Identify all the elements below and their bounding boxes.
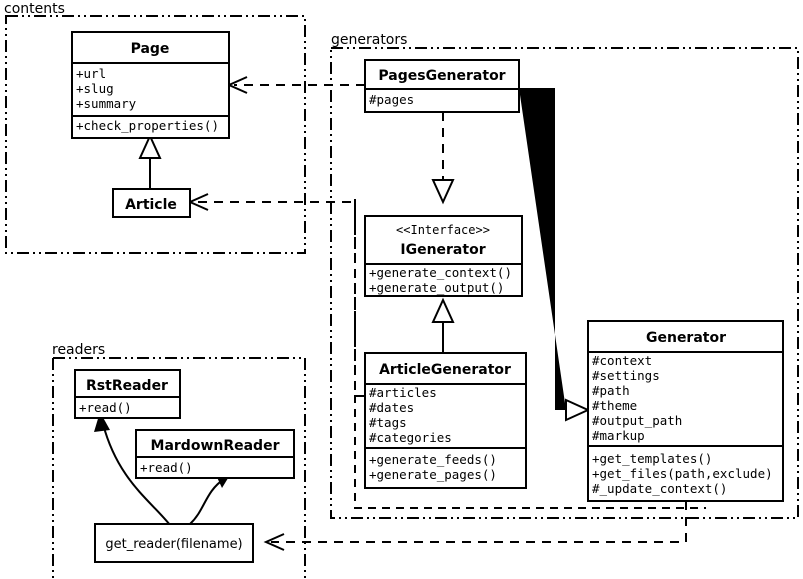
class-generator-attribute: #theme xyxy=(592,398,637,413)
function-get-reader-label: get_reader(filename) xyxy=(105,537,242,552)
class-mardown-reader-title: MardownReader xyxy=(151,438,280,454)
class-pages-generator-title: PagesGenerator xyxy=(378,68,505,84)
class-igenerator-stereotype: <<Interface>> xyxy=(396,223,490,237)
class-article-generator-method: +generate_pages() xyxy=(369,467,497,482)
class-generator-attribute: #context xyxy=(592,353,652,368)
class-page-attribute: +summary xyxy=(76,96,137,111)
relation-pagesgenerator-inherits-generator xyxy=(519,88,566,410)
class-box-generator[interactable]: Generator #context #settings #path #them… xyxy=(587,320,784,502)
class-generator-method: +get_files(path,exclude) xyxy=(592,466,773,481)
class-article-generator-method: +generate_feeds() xyxy=(369,452,497,467)
package-contents-label: contents xyxy=(4,1,65,17)
class-article-generator-attribute: #tags xyxy=(369,415,407,430)
class-generator-attribute: #markup xyxy=(592,428,645,443)
relation-generator-depends-get-reader xyxy=(263,501,687,551)
class-page-attribute: +url xyxy=(76,66,106,81)
package-readers-label: readers xyxy=(52,342,105,358)
class-generator-title: Generator xyxy=(646,330,726,346)
relation-articlegenerator-inherits-igenerator xyxy=(431,297,455,353)
class-rst-reader-title: RstReader xyxy=(86,378,168,394)
relation-pagesgenerator-realizes-igenerator xyxy=(431,112,455,205)
package-generators-label: generators xyxy=(331,32,407,48)
relation-pagesgenerator-depends-page xyxy=(226,76,365,94)
class-box-article[interactable]: Article xyxy=(112,188,191,218)
class-page-attribute: +slug xyxy=(76,81,114,96)
class-igenerator-method: +generate_context() xyxy=(369,265,512,280)
class-generator-method: +get_templates() xyxy=(592,451,712,466)
class-box-pages-generator[interactable]: PagesGenerator #pages xyxy=(364,59,520,113)
class-box-mardown-reader[interactable]: MardownReader +read() xyxy=(135,429,295,479)
class-box-rst-reader[interactable]: RstReader +read() xyxy=(74,369,181,419)
function-box-get-reader[interactable]: get_reader(filename) xyxy=(94,523,254,563)
relation-articlegenerator-inherits-generator xyxy=(565,398,591,422)
class-igenerator-method: +generate_output() xyxy=(369,280,504,295)
relation-article-inherits-page xyxy=(138,133,162,190)
package-contents-border xyxy=(5,15,306,254)
class-article-generator-attribute: #articles xyxy=(369,385,437,400)
class-box-page[interactable]: Page +url +slug +summary +check_properti… xyxy=(71,31,230,139)
class-article-generator-title: ArticleGenerator xyxy=(379,362,511,378)
class-page-title: Page xyxy=(131,41,170,57)
class-generator-method: #_update_context() xyxy=(592,481,727,496)
class-article-generator-attribute: #dates xyxy=(369,400,414,415)
class-mardown-reader-method: +read() xyxy=(140,460,193,475)
class-box-igenerator[interactable]: <<Interface>> IGenerator +generate_conte… xyxy=(364,215,523,297)
class-box-article-generator[interactable]: ArticleGenerator #articles #dates #tags … xyxy=(364,352,527,489)
relation-articlegenerator-depends-article xyxy=(187,193,365,397)
relation-get-reader-returns-rstreader xyxy=(94,412,171,526)
class-rst-reader-method: +read() xyxy=(79,400,132,415)
class-generator-attribute: #settings xyxy=(592,368,660,383)
package-generators-border xyxy=(330,47,799,519)
class-generator-attribute: #output_path xyxy=(592,413,682,428)
class-pages-generator-attribute: #pages xyxy=(369,92,414,107)
class-igenerator-title: IGenerator xyxy=(400,242,485,258)
package-contents: contents xyxy=(4,1,306,254)
class-page-method: +check_properties() xyxy=(76,118,219,133)
class-article-title: Article xyxy=(125,197,177,213)
class-generator-attribute: #path xyxy=(592,383,630,398)
class-article-generator-attribute: #categories xyxy=(369,430,452,445)
